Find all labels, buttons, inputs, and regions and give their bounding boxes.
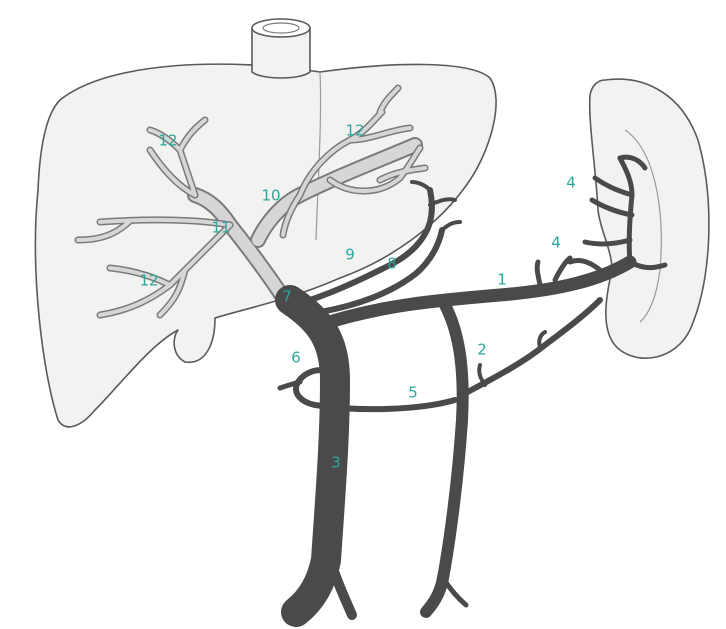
pancreaticoduodenal-loop: [296, 370, 455, 409]
ivc-opening: [252, 19, 310, 37]
label-3: 3: [331, 456, 341, 471]
label-12-upper-right: 12: [345, 124, 364, 139]
label-8: 8: [387, 257, 397, 272]
label-12-lower-left: 12: [139, 274, 158, 289]
label-12-upper-left: 12: [158, 134, 177, 149]
label-1: 1: [497, 273, 507, 288]
label-4-lower: 4: [551, 236, 561, 251]
label-6: 6: [291, 351, 301, 366]
label-2: 2: [477, 343, 487, 358]
liver-outline: [35, 64, 496, 427]
label-10: 10: [261, 189, 280, 204]
label-5: 5: [408, 386, 418, 401]
inferior-mesenteric-vein: [426, 305, 463, 612]
label-7: 7: [282, 290, 292, 305]
spleen-outline: [590, 79, 709, 358]
label-11: 11: [211, 221, 230, 236]
label-9: 9: [345, 248, 355, 263]
label-4-upper: 4: [566, 176, 576, 191]
smv-branch: [330, 560, 352, 615]
